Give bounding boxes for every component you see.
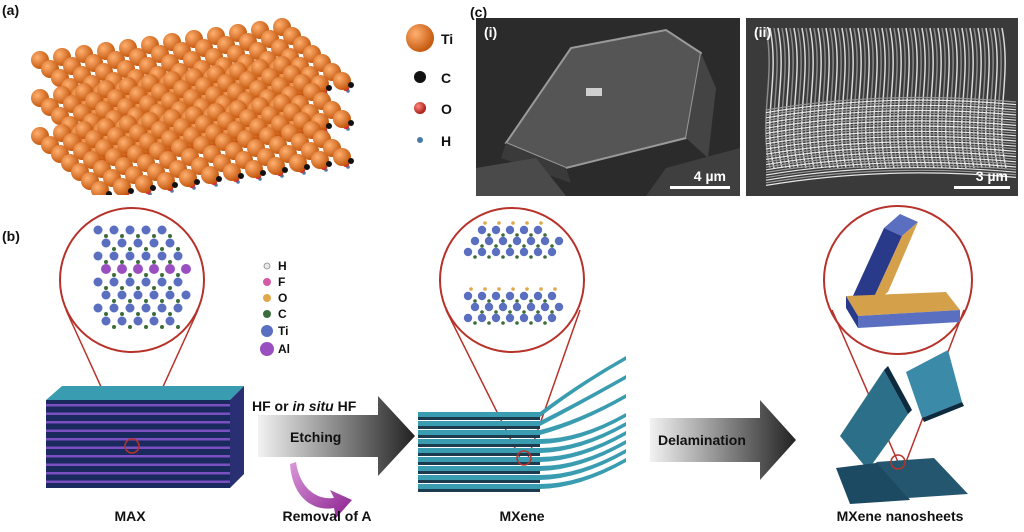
legend-b-c: C	[278, 307, 287, 321]
panel-label-c: (c)	[470, 4, 488, 20]
legend-b-f-atom-icon	[263, 278, 271, 286]
legend-ti-atom-icon	[406, 24, 434, 52]
scale-bar-i	[670, 186, 730, 189]
scale-bar-ii	[954, 186, 1010, 189]
mxene-multilayer	[418, 356, 626, 492]
legend-b-o: O	[278, 291, 288, 305]
hf-in-situ: in situ	[292, 398, 334, 414]
delamination-arrow	[650, 400, 796, 480]
legend-a-ti: Ti	[441, 31, 454, 47]
legend-o-atom-icon	[414, 102, 426, 114]
legend-c-atom-icon	[414, 71, 426, 83]
legend-b-al: Al	[278, 342, 290, 356]
legend-b-al-atom-icon	[260, 342, 274, 356]
max-block	[46, 386, 244, 488]
hf-etchant-label: HF or in situ HF	[252, 398, 356, 414]
sem-image-max-graphic	[476, 18, 740, 196]
legend-a-c: C	[441, 70, 452, 86]
hf-suffix: HF	[333, 398, 357, 414]
panel-label-a: (a)	[2, 2, 20, 18]
sem-image-max-crystal: (i) 4 µm	[476, 18, 740, 196]
legend-a-h: H	[441, 133, 452, 149]
mxene-nanosheets-graphic	[836, 350, 968, 504]
scale-label-i: 4 µm	[693, 168, 726, 184]
etching-label: Etching	[290, 429, 342, 445]
etching-arrow	[258, 396, 415, 476]
sem-image-mxene-layers: (ii) 3 µm	[746, 18, 1018, 196]
legend-a-swatches	[406, 24, 434, 143]
legend-b-o-atom-icon	[263, 294, 271, 302]
caption-max: MAX	[114, 508, 146, 524]
legend-a-o: O	[441, 101, 452, 117]
legend-b-h: H	[278, 259, 287, 273]
nanosheet-zoom-graphic	[846, 214, 960, 328]
legend-b-ti-atom-icon	[261, 325, 273, 337]
caption-mxene: MXene	[499, 508, 545, 524]
scale-label-ii: 3 µm	[975, 168, 1008, 184]
hf-prefix: HF or	[252, 398, 293, 414]
legend-b: H F O C Ti Al	[258, 256, 318, 362]
legend-b-ti: Ti	[278, 324, 289, 338]
legend-b-h-atom-icon	[263, 262, 271, 270]
mxene-lattice-illustration	[31, 18, 354, 195]
legend-b-swatches	[260, 262, 274, 356]
sem-label-i: (i)	[484, 24, 498, 40]
panel-label-b: (b)	[2, 228, 20, 244]
sem-label-ii: (ii)	[754, 24, 772, 40]
caption-removal: Removal of A	[282, 508, 372, 524]
legend-h-atom-icon	[417, 137, 423, 143]
caption-nanosheets: MXene nanosheets	[836, 508, 964, 524]
process-schematic	[46, 205, 973, 518]
legend-b-c-atom-icon	[263, 310, 271, 318]
legend-a: Ti C O H	[395, 20, 465, 165]
delamination-label: Delamination	[658, 432, 746, 448]
removal-arrow-icon	[290, 462, 352, 518]
legend-b-f: F	[278, 275, 286, 289]
sem-image-mxene-graphic	[746, 18, 1018, 196]
